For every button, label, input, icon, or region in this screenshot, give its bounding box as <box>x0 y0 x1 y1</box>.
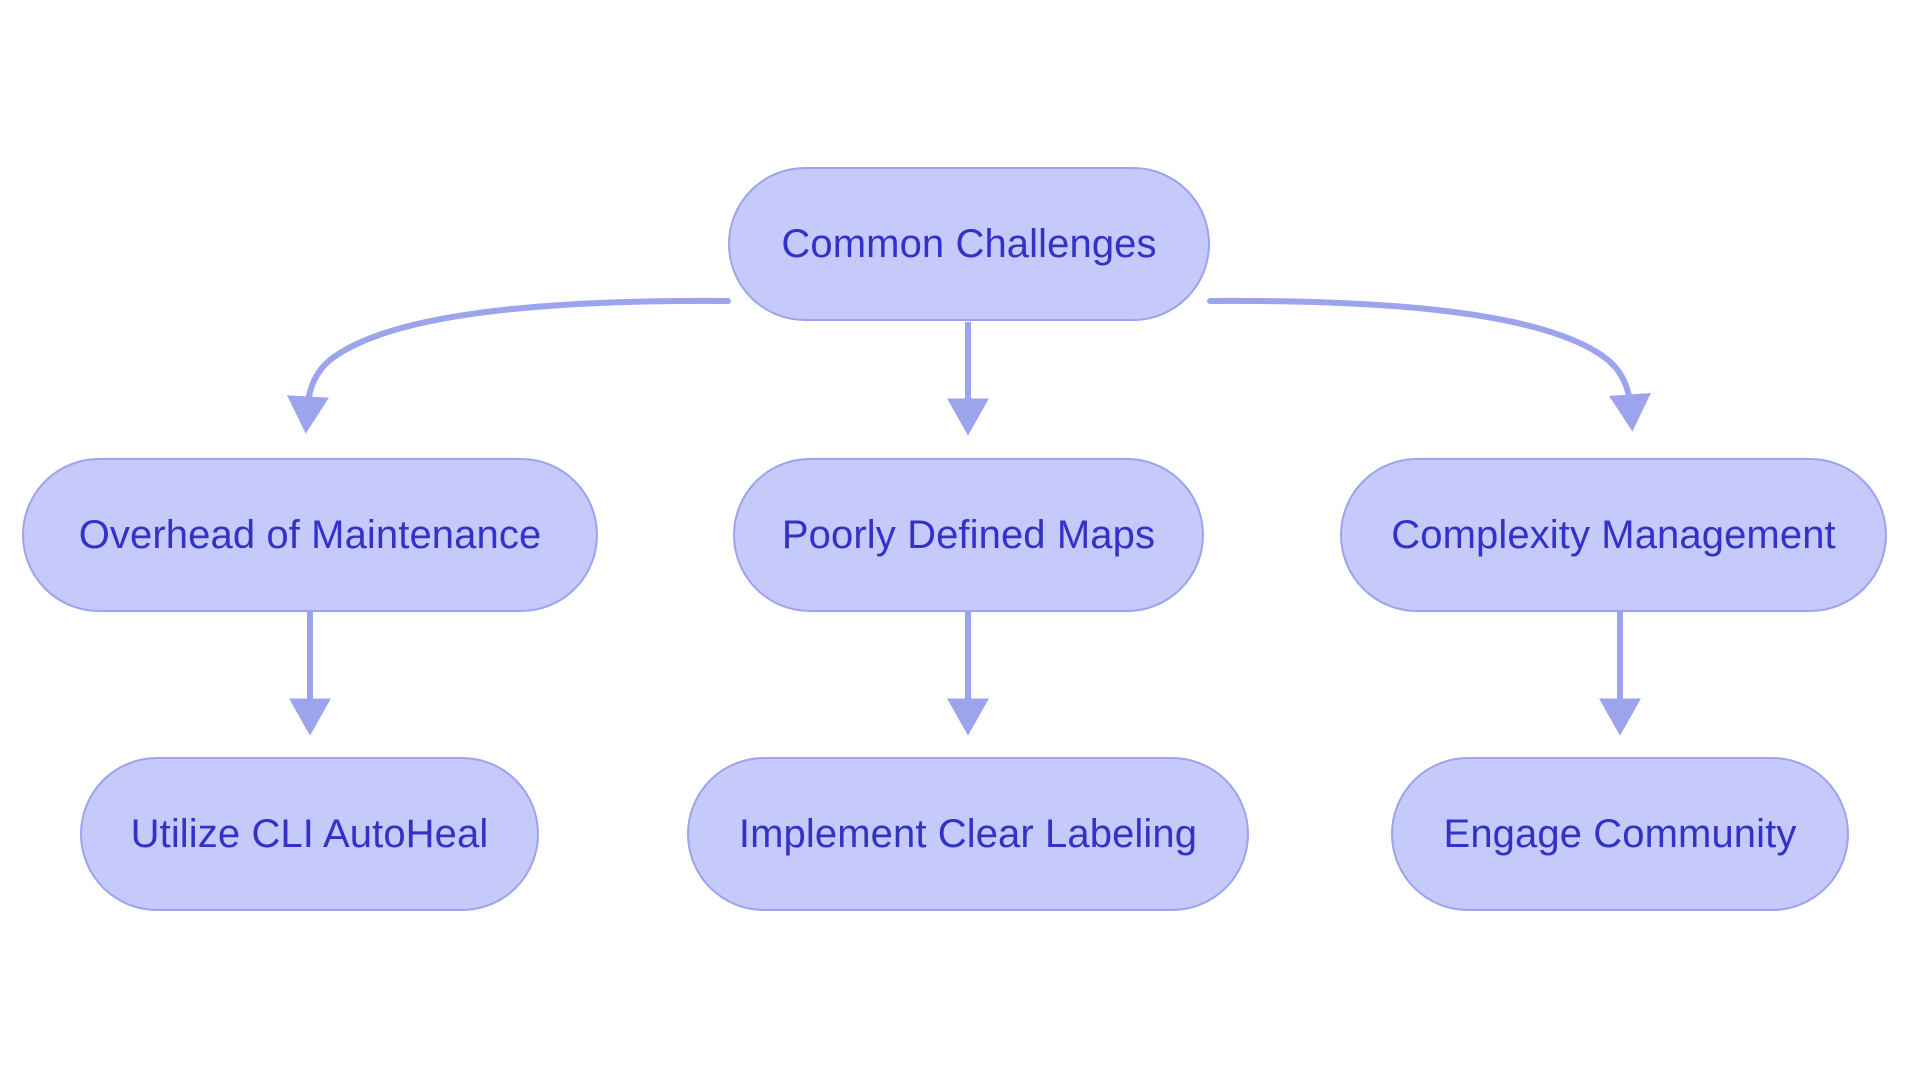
edge-root-to-overhead <box>286 297 731 434</box>
node-complexity-management[interactable]: Complexity Management <box>1340 458 1887 612</box>
node-label: Engage Community <box>1443 812 1797 856</box>
node-engage-community[interactable]: Engage Community <box>1391 757 1849 911</box>
node-label: Implement Clear Labeling <box>738 812 1198 856</box>
node-overhead-of-maintenance[interactable]: Overhead of Maintenance <box>22 458 598 612</box>
node-common-challenges[interactable]: Common Challenges <box>728 167 1210 321</box>
node-implement-clear-labeling[interactable]: Implement Clear Labeling <box>687 757 1249 911</box>
edge-root-to-complexity <box>1207 297 1651 432</box>
node-poorly-defined-maps[interactable]: Poorly Defined Maps <box>733 458 1204 612</box>
node-label: Complexity Management <box>1391 513 1836 557</box>
node-utilize-cli-autoheal[interactable]: Utilize CLI AutoHeal <box>80 757 539 911</box>
node-label: Poorly Defined Maps <box>781 513 1156 557</box>
node-label: Overhead of Maintenance <box>78 513 542 557</box>
node-label: Common Challenges <box>781 222 1157 266</box>
node-label: Utilize CLI AutoHeal <box>130 812 489 856</box>
